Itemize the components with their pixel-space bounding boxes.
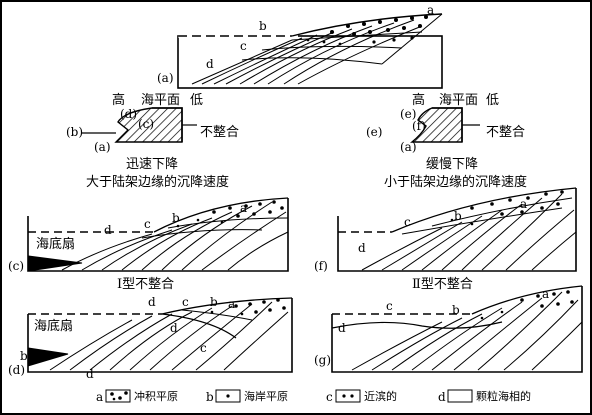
legend-text-a: 冲积平原 (134, 390, 178, 403)
panel-a-diagram (177, 13, 443, 89)
sea-left-title: 海平面 (141, 93, 181, 108)
panel-d-fan-label: 海底扇 (34, 319, 74, 334)
legend-key-c: c (326, 390, 333, 404)
legend-swatch-a (105, 389, 131, 403)
legend-swatches (105, 389, 473, 403)
panel-d-label-a: a (228, 297, 236, 311)
panel-f-diagram (337, 187, 577, 272)
sea-right-tag-a: (a) (400, 140, 417, 154)
legend-swatch-c (335, 389, 361, 403)
panel-g-diagram (331, 285, 583, 373)
sea-right-caption: 小于陆架边缘的沉降速度 (384, 175, 528, 190)
panel-d-label-d3: d (86, 367, 94, 381)
panel-c-label-a: a (240, 201, 248, 215)
panel-f-caption: Ⅱ型不整合 (412, 277, 473, 292)
panel-g-tag: (g) (314, 353, 332, 367)
sea-left-tag-c: (c) (138, 117, 155, 131)
panel-d-label-d2: d (170, 321, 178, 335)
sea-right-unconformity: 不整合 (486, 125, 526, 140)
panel-a-label-d: d (206, 57, 214, 71)
sea-left-tag-a: (a) (94, 140, 111, 154)
legend-text-b: 海岸平原 (244, 390, 288, 403)
panel-a-label-b: b (259, 19, 267, 33)
panel-d-label-c2: c (200, 341, 207, 355)
sea-left-high: 高 (112, 93, 126, 108)
panel-g-label-b: b (452, 303, 460, 317)
panel-d-label-b2: b (20, 349, 28, 363)
legend-swatch-d (447, 389, 473, 403)
sea-right-tag-e: (e) (400, 107, 417, 121)
sea-right-tag-e2: (e) (366, 125, 383, 139)
sea-right-fall: 缓慢下降 (426, 157, 479, 172)
panel-f-tag: (f) (314, 259, 328, 273)
panel-c-tag: (c) (8, 259, 25, 273)
panel-a-label-a: a (427, 3, 435, 17)
panel-c-label-d: d (104, 223, 112, 237)
panel-a-tag: (a) (157, 71, 174, 85)
legend-text-d: 颗粒海相的 (476, 390, 531, 403)
sea-right-high: 高 (412, 93, 426, 108)
panel-a-gravel-dots (306, 15, 428, 46)
panel-d-label-d1: d (148, 295, 156, 309)
sea-left-tag-b: (b) (66, 125, 84, 139)
sea-right-low: 低 (486, 93, 500, 108)
panel-c-label-c: c (144, 217, 151, 231)
panel-d-tag: (d) (8, 363, 26, 377)
panel-d-label-c: c (182, 295, 189, 309)
panel-a-label-c: c (240, 39, 247, 53)
sea-right-title: 海平面 (439, 93, 479, 108)
panel-d-fan-body (27, 347, 69, 367)
sea-right-tag-f: (f) (412, 119, 426, 133)
panel-g-label-c: c (386, 299, 393, 313)
panel-f-label-c: c (404, 215, 411, 229)
sea-level-left-diagram (82, 107, 197, 143)
panel-d-diagram (27, 297, 293, 373)
panel-c-fan-body (27, 255, 83, 272)
panel-c-diagram (27, 197, 289, 272)
sea-left-low: 低 (190, 93, 204, 108)
sea-left-caption: 大于陆架边缘的沉降速度 (86, 175, 230, 190)
panel-f-label-b: b (454, 209, 462, 223)
panel-f-label-a: a (520, 197, 528, 211)
sea-left-fall: 迅速下降 (126, 157, 179, 172)
panel-c-caption: Ⅰ型不整合 (117, 277, 175, 292)
panel-g-label-a: a (542, 287, 550, 301)
panel-a-frame (177, 35, 443, 89)
sea-level-right-diagram (410, 107, 480, 143)
sea-left-unconformity: 不整合 (200, 125, 240, 140)
panel-c-fan-label: 海底扇 (36, 237, 76, 252)
legend-key-b: b (206, 390, 214, 404)
legend-key-d: d (438, 390, 446, 404)
panel-d-label-b: b (210, 295, 218, 309)
legend-text-c: 近滨的 (364, 390, 397, 403)
panel-f-label-d: d (358, 241, 366, 255)
sea-left-tag-d: (d) (120, 107, 138, 121)
panel-g-label-d: d (338, 321, 346, 335)
panel-c-label-b: b (172, 211, 180, 225)
legend-swatch-b (215, 389, 241, 403)
legend-key-a: a (96, 390, 104, 404)
